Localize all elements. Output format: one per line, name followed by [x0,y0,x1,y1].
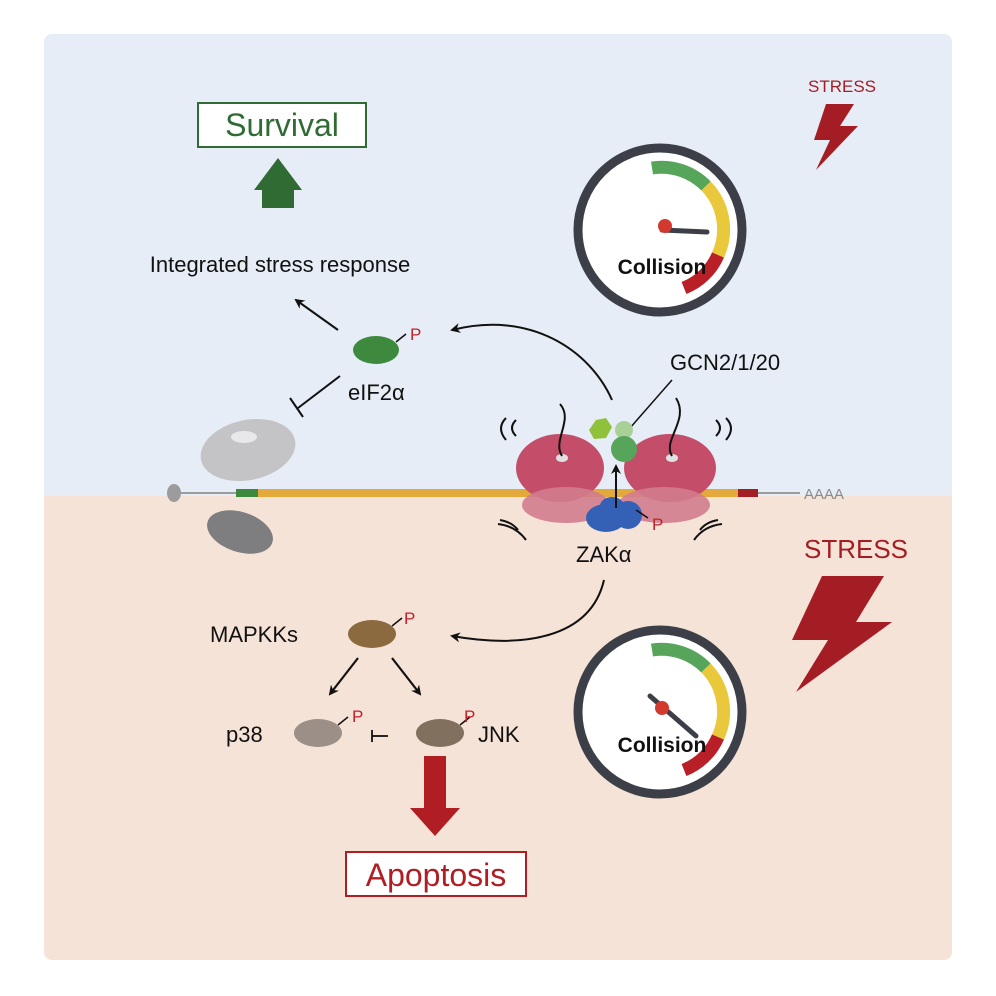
gauge-high-label: Collision [618,734,707,757]
survival-label: Survival [225,107,339,143]
zak-label: ZAKα [576,542,632,567]
p38-phospho: P [352,707,363,726]
jnk-label: JNK [478,722,520,747]
free-ribosome-small [207,510,273,554]
mapkks-to-p38-arrow [328,657,359,696]
stress-small-label: STRESS [808,77,876,96]
free-ribosome-large [200,419,296,481]
vibration-marks [497,417,732,541]
bottom-panel [44,496,952,960]
mapkks-phospho: P [404,609,415,628]
stress-large-label: STRESS [804,534,908,564]
gauge-low-label: Collision [618,256,707,279]
top-panel [44,34,952,496]
zak-molecule: P [586,497,663,534]
p38-molecule [294,719,342,747]
stress-small-bolt [814,104,858,170]
apoptosis-arrow [410,756,460,836]
zak-to-mapkks-arrow [450,579,605,643]
survival-box: Survival [197,102,367,148]
stress-large-bolt [792,576,892,692]
gcn2-pointer [629,379,673,429]
p38-label: p38 [226,722,263,747]
eif2a-phospho: P [410,325,421,344]
p38-inhibits-jnk [371,730,388,742]
polya-label: AAAA [804,486,844,503]
mapkks-molecule [348,620,396,648]
gcn2-complex [589,418,637,462]
eif2a-molecule [353,336,399,364]
apoptosis-label: Apoptosis [366,857,507,893]
mrna-strand: AAAA [167,484,844,503]
eif2a-inhibition [289,375,341,418]
zak-phospho: P [652,515,663,534]
collision-gauge-low: Collision [573,143,747,317]
collision-gauge-high: Collision [573,625,747,799]
apoptosis-box: Apoptosis [345,851,527,897]
isr-label: Integrated stress response [150,252,410,277]
eif2a-label: eIF2α [348,380,405,405]
mapkks-to-jnk-arrow [391,657,422,696]
jnk-phospho: P [464,707,475,726]
gcn2-label: GCN2/1/20 [670,350,780,375]
gcn2-to-eif2a-arrow [450,323,613,401]
jnk-molecule [416,719,464,747]
eif2a-to-isr-arrow [294,298,339,331]
survival-arrow [254,158,302,208]
mapkks-label: MAPKKs [210,622,298,647]
